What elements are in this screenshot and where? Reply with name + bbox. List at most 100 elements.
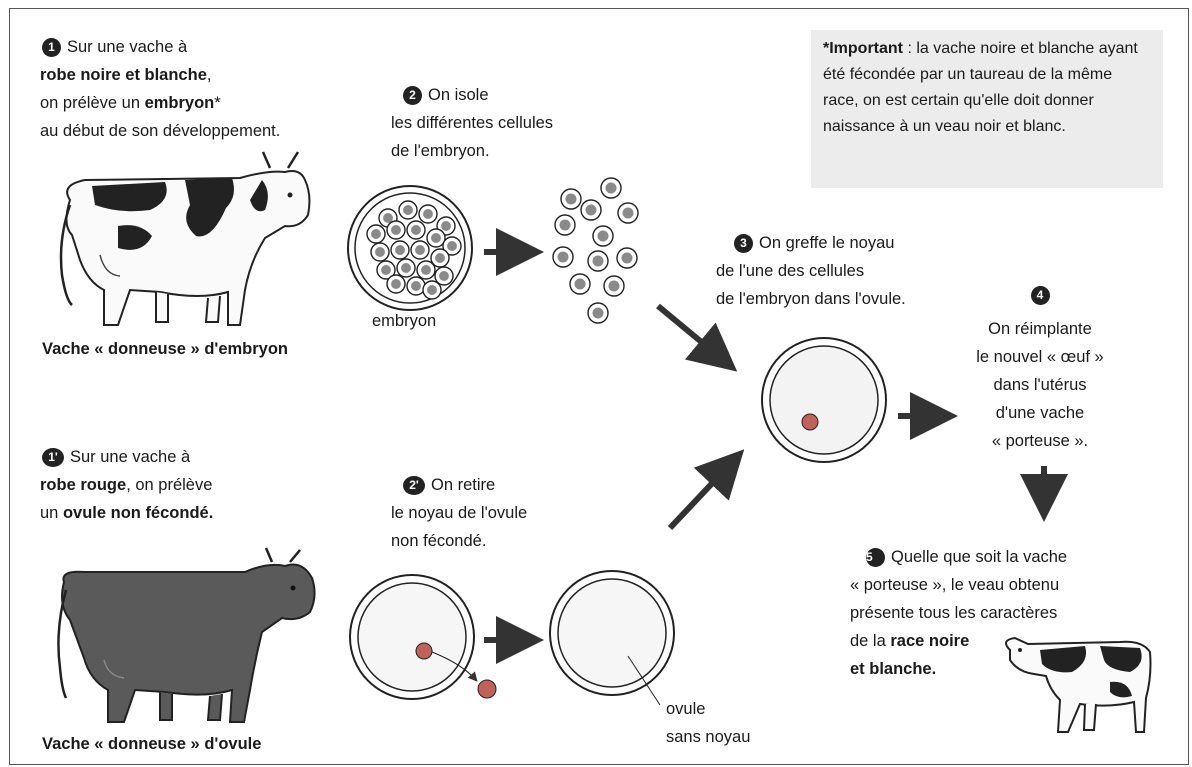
new-egg-cell [761, 337, 887, 463]
embryo-cell-part-nucleus [411, 225, 421, 235]
embryo-cell-part-nucleus [435, 253, 445, 263]
embryo-cell-part-nucleus [423, 209, 433, 219]
step2-line1-text: On isole [428, 86, 489, 104]
step1-line2-bold: robe noire et blanche [40, 66, 207, 84]
step2b-line1-text: On retire [431, 476, 496, 494]
embryo-cell-part-nucleus [411, 281, 421, 291]
step1b-line2: robe rouge, on prélève [40, 474, 212, 497]
isolated-cell-nucleus [622, 207, 634, 219]
step2-line2: les différentes cellules [391, 114, 554, 132]
isolated-cell-nucleus [557, 251, 569, 263]
step2b-line3: non fécondé. [391, 532, 487, 550]
grafted-nucleus [801, 413, 819, 431]
step1b-line1-text: Sur une vache à [70, 448, 191, 466]
embryo-cell-part-nucleus [395, 245, 405, 255]
step1-line2: robe noire et blanche, [40, 64, 211, 87]
isolated-cell-nucleus [559, 219, 571, 231]
embryo-cell-part-nucleus [439, 271, 449, 281]
step2-number-badge: 2 [403, 86, 422, 105]
enucleated-ovum-cell [549, 570, 675, 706]
step2b-line1: 2' On retire [403, 474, 495, 497]
step5-line4-start: de la [850, 632, 891, 650]
step1b-line3: un ovule non fécondé. [40, 502, 213, 525]
step1b-number-badge: 1' [42, 448, 64, 467]
diagram-frame [9, 8, 1189, 765]
bw-cow-illustration [59, 151, 311, 326]
step5-line3: présente tous les caractères [850, 604, 1058, 622]
arrow-cells-to-egg [656, 303, 738, 372]
isolated-cell-nucleus [621, 252, 633, 264]
isolated-cell-nucleus [597, 230, 609, 242]
ovum-label-line1: ovule [666, 700, 706, 718]
step2-line1: 2 On isole [403, 84, 489, 107]
step1-number-badge: 1 [42, 38, 61, 57]
isolated-cell-nucleus [608, 280, 620, 292]
donor-embryo-caption: Vache « donneuse » d'embryon [42, 340, 289, 358]
step5-line1: 5 Quelle que soit la vache [866, 546, 1145, 569]
embryo-cell-part-nucleus [431, 233, 441, 243]
step4-line5: « porteuse ». [991, 432, 1089, 450]
step1b-line2-end: , on prélève [126, 476, 213, 494]
step1-line3-end: * [214, 94, 221, 112]
step5-number-badge: 5 [866, 548, 885, 567]
step1-line3: on prélève un embryon* [40, 92, 221, 115]
step4-line2: le nouvel « œuf » [976, 348, 1104, 366]
step1-line1: 1 Sur une vache à [42, 36, 187, 59]
note-star: * [823, 40, 830, 57]
step1b-line3-start: un [40, 504, 63, 522]
step2-line3: de l'embryon. [391, 142, 490, 160]
embryo-cell-part-nucleus [391, 279, 401, 289]
important-note: *Important : la vache noire et blanche a… [823, 36, 1151, 140]
step2b-line2: le noyau de l'ovule [391, 504, 528, 522]
step1b-line1: 1' Sur une vache à [42, 446, 190, 469]
isolated-cells [552, 177, 639, 324]
isolated-cell-nucleus [574, 278, 586, 290]
step5-line2: « porteuse », le veau obtenu [850, 576, 1060, 594]
ovum-cell [349, 574, 497, 700]
isolated-cell-nucleus [605, 182, 617, 194]
step4-line1: On réimplante [988, 320, 1092, 338]
step5-line4-bold: race noire [890, 632, 970, 650]
ovum-label-line2: sans noyau [666, 728, 751, 746]
ovum-nucleus [415, 642, 433, 660]
step1-line2-end: , [206, 66, 212, 84]
step2b-number-badge: 2' [403, 476, 425, 495]
embryo-cell-part-nucleus [415, 245, 425, 255]
note-text: : la vache noire et blanche ayant été fé… [823, 40, 1138, 135]
embryo-cell-part-nucleus [381, 265, 391, 275]
step4-line3: dans l'utérus [993, 376, 1087, 394]
embryo-cell-part-nucleus [427, 285, 437, 295]
step3-number-badge: 3 [734, 234, 753, 253]
isolated-cell-nucleus [585, 204, 597, 216]
step5-line1-text: Quelle que soit la vache [891, 548, 1068, 566]
embryo-label: embryon [372, 312, 437, 330]
step1b-line2-bold: robe rouge [40, 476, 127, 494]
step1-line1-text: Sur une vache à [67, 38, 188, 56]
step1-line3-start: on prélève un [40, 94, 145, 112]
note-title: Important [829, 40, 904, 57]
red-cow-illustration [57, 547, 316, 723]
removed-nucleus [477, 679, 497, 699]
important-note-box [811, 30, 1163, 188]
embryo-cell-part-nucleus [441, 221, 451, 231]
step1b-line3-bold: ovule non fécondé. [62, 504, 214, 522]
step3-line1: 3 On greffe le noyau [734, 232, 894, 255]
step3-line2: de l'une des cellules [716, 262, 865, 280]
embryo-cluster [366, 200, 462, 300]
isolated-cell-nucleus [592, 255, 604, 267]
step5-line5: et blanche. [850, 660, 937, 678]
embryo-cell-part-nucleus [383, 213, 393, 223]
step3-line3: de l'embryon dans l'ovule. [716, 290, 906, 308]
step4-line4: d'une vache [995, 404, 1085, 422]
arrow-ovum-to-egg [667, 449, 745, 531]
step5-line4: de la race noire [850, 630, 969, 653]
isolated-cell-nucleus [565, 193, 577, 205]
step3-line1-text: On greffe le noyau [759, 234, 895, 252]
embryo-cell-part-nucleus [391, 225, 401, 235]
embryo-cell-part-nucleus [421, 265, 431, 275]
embryo-cell-part-nucleus [371, 229, 381, 239]
embryo-cell-part-nucleus [375, 247, 385, 257]
isolated-cell-nucleus [592, 307, 604, 319]
step1-line3-bold: embryon [144, 94, 215, 112]
